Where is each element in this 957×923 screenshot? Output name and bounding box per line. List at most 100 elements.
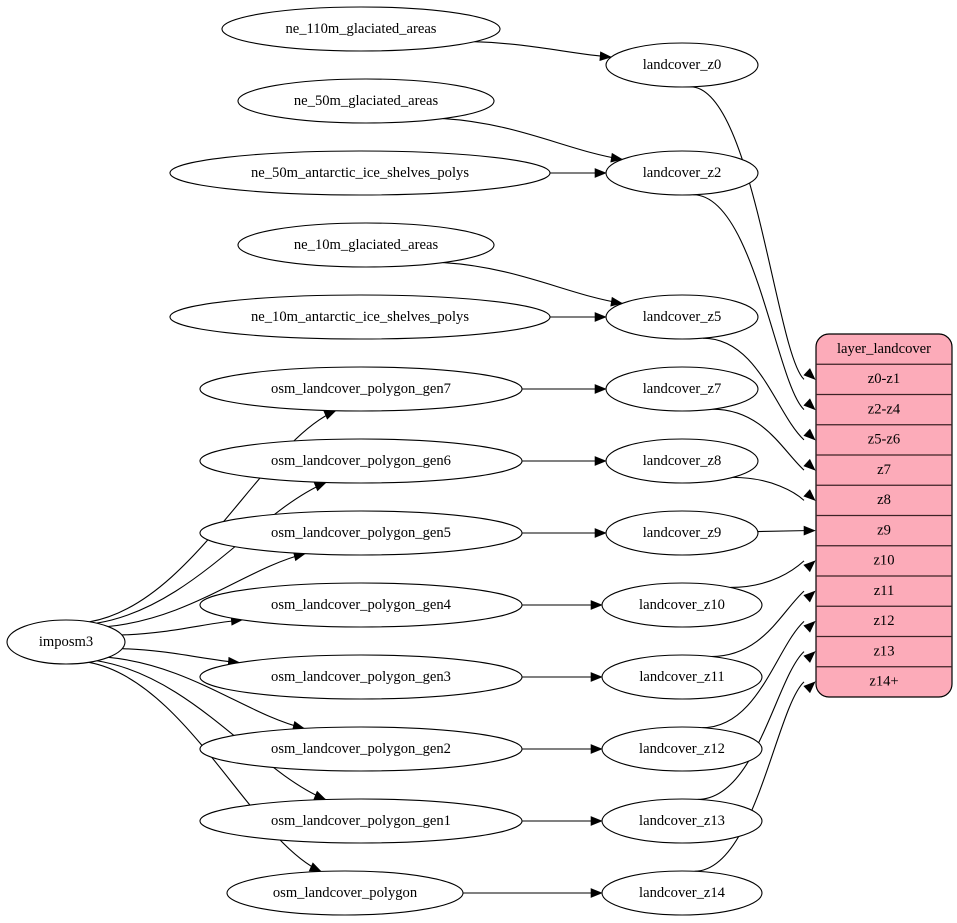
node-landcover_z13[interactable]: landcover_z13 (601, 798, 763, 844)
edge-path (694, 681, 805, 872)
node-label: landcover_z0 (643, 57, 722, 73)
table-header: layer_landcover (837, 341, 931, 357)
node-label: landcover_z14 (639, 885, 726, 901)
table-row-z10[interactable]: z10 (873, 553, 894, 569)
node-osm_landcover_polygon_gen4[interactable]: osm_landcover_polygon_gen4 (199, 582, 523, 628)
edge-imposm3-to-osm_landcover_polygon_gen6 (96, 481, 327, 624)
edge-path (697, 651, 805, 800)
node-ne_50m_glaciated_areas[interactable]: ne_50m_glaciated_areas (237, 78, 495, 124)
arrow-head (803, 489, 816, 501)
edge-imposm3-to-osm_landcover_polygon_gen3 (122, 648, 241, 667)
node-landcover_z7[interactable]: landcover_z7 (605, 366, 759, 412)
arrow-head (313, 482, 327, 492)
node-label: landcover_z11 (639, 669, 724, 685)
edge-landcover_z2-to-layer_landcover:z2-z4 (693, 194, 816, 411)
arrow-head (803, 428, 816, 441)
node-layer: imposm3 ne_110m_glaciated_areas ne_50m_gla… (6, 6, 763, 916)
edge-landcover_z8-to-layer_landcover:z8 (732, 476, 816, 501)
table-row-z8[interactable]: z8 (877, 492, 891, 508)
node-osm_landcover_polygon_gen7[interactable]: osm_landcover_polygon_gen7 (199, 366, 523, 412)
edge-path (730, 560, 805, 589)
node-landcover_z11[interactable]: landcover_z11 (601, 654, 763, 700)
node-ne_10m_glaciated_areas[interactable]: ne_10m_glaciated_areas (237, 222, 495, 268)
node-ne_10m_antarctic_ice_shelves_polys[interactable]: ne_10m_antarctic_ice_shelves_polys (169, 294, 551, 340)
arrow-head (594, 168, 607, 178)
table-row-z11[interactable]: z11 (874, 583, 895, 599)
node-landcover_z10[interactable]: landcover_z10 (601, 582, 763, 628)
node-landcover_z8[interactable]: landcover_z8 (605, 438, 759, 484)
arrow-head (803, 458, 816, 471)
table-row-z13[interactable]: z13 (873, 643, 894, 659)
table-row-z14+[interactable]: z14+ (869, 674, 898, 690)
node-label: osm_landcover_polygon_gen5 (271, 525, 451, 541)
node-ne_50m_antarctic_ice_shelves_polys[interactable]: ne_50m_antarctic_ice_shelves_polys (169, 150, 551, 196)
arrow-head (803, 681, 816, 694)
edge-path (96, 481, 327, 624)
edge-landcover_z13-to-layer_landcover:z13 (697, 651, 816, 800)
node-label: ne_10m_antarctic_ice_shelves_polys (251, 309, 469, 325)
edge-imposm3-to-osm_landcover_polygon_gen2 (108, 656, 306, 731)
edge-ne_110m_glaciated_areas-to-landcover_z0 (474, 41, 612, 62)
layer-landcover-node[interactable]: layer_landcover z0-z1 z2-z4 z5-z6 z7 z8 z9 z10 z… (815, 333, 953, 698)
table-row-z7[interactable]: z7 (877, 462, 891, 478)
layer-landcover-table: layer_landcover z0-z1 z2-z4 z5-z6 z7 z8 z9 z10 z… (815, 333, 953, 698)
edge-landcover_z11-to-layer_landcover:z11 (711, 590, 816, 658)
node-osm_landcover_polygon_gen6[interactable]: osm_landcover_polygon_gen6 (199, 438, 523, 484)
node-landcover_z14[interactable]: landcover_z14 (601, 870, 763, 916)
node-osm_landcover_polygon_gen2[interactable]: osm_landcover_polygon_gen2 (199, 726, 523, 772)
arrow-head (599, 51, 612, 62)
arrow-head (590, 816, 603, 826)
arrow-head (803, 620, 816, 633)
arrow-head (313, 790, 327, 800)
arrow-head (308, 862, 322, 872)
arrow-head (590, 888, 603, 898)
edge-landcover_z5-to-layer_landcover:z5-z6 (702, 337, 816, 441)
node-label: ne_110m_glaciated_areas (285, 21, 436, 37)
edge-path (107, 553, 306, 628)
node-label: osm_landcover_polygon_gen1 (271, 813, 451, 829)
edge-osm_landcover_polygon_gen5-to-landcover_z9 (522, 528, 607, 538)
node-osm_landcover_polygon[interactable]: osm_landcover_polygon (226, 870, 464, 916)
edge-path (122, 648, 240, 664)
node-label: osm_landcover_polygon (273, 885, 418, 901)
arrow-head (594, 312, 607, 322)
node-landcover_z12[interactable]: landcover_z12 (601, 726, 763, 772)
node-label: osm_landcover_polygon_gen4 (271, 597, 452, 613)
node-osm_landcover_polygon_gen5[interactable]: osm_landcover_polygon_gen5 (199, 510, 523, 556)
arrow-head (594, 528, 607, 538)
arrow-head (594, 456, 607, 466)
node-ne_110m_glaciated_areas[interactable]: ne_110m_glaciated_areas (221, 6, 501, 52)
table-row-z5-z6[interactable]: z5-z6 (868, 432, 900, 448)
edge-path (702, 337, 805, 441)
table-row-z0-z1[interactable]: z0-z1 (868, 371, 900, 387)
arrow-head (803, 525, 816, 536)
arrow-head (594, 384, 607, 394)
arrow-head (590, 744, 603, 754)
edge-path (443, 118, 623, 160)
node-osm_landcover_polygon_gen1[interactable]: osm_landcover_polygon_gen1 (199, 798, 523, 844)
node-landcover_z0[interactable]: landcover_z0 (605, 42, 759, 88)
arrow-head (803, 398, 816, 411)
edge-imposm3-to-osm_landcover_polygon_gen5 (107, 551, 306, 628)
node-landcover_z9[interactable]: landcover_z9 (605, 510, 759, 556)
node-osm_landcover_polygon_gen3[interactable]: osm_landcover_polygon_gen3 (199, 654, 523, 700)
edge-path (121, 619, 243, 636)
arrow-head (803, 590, 816, 603)
node-label: landcover_z8 (643, 453, 722, 469)
edge-osm_landcover_polygon_gen4-to-landcover_z10 (522, 600, 603, 610)
node-imposm3[interactable]: imposm3 (6, 619, 126, 665)
arrow-head (803, 368, 816, 380)
node-label: osm_landcover_polygon_gen3 (271, 669, 451, 685)
table-row-z9[interactable]: z9 (877, 522, 891, 538)
arrow-head (323, 410, 337, 420)
table-row-z2-z4[interactable]: z2-z4 (868, 401, 901, 417)
arrow-head (803, 560, 816, 573)
node-label: landcover_z12 (639, 741, 725, 757)
edge-landcover_z9-to-layer_landcover:z9 (757, 525, 816, 536)
table-row-z12[interactable]: z12 (873, 613, 894, 629)
node-landcover_z5[interactable]: landcover_z5 (605, 294, 759, 340)
node-label: osm_landcover_polygon_gen6 (271, 453, 451, 469)
edge-path (712, 408, 805, 471)
node-landcover_z2[interactable]: landcover_z2 (605, 150, 759, 196)
edge-path (88, 661, 322, 872)
